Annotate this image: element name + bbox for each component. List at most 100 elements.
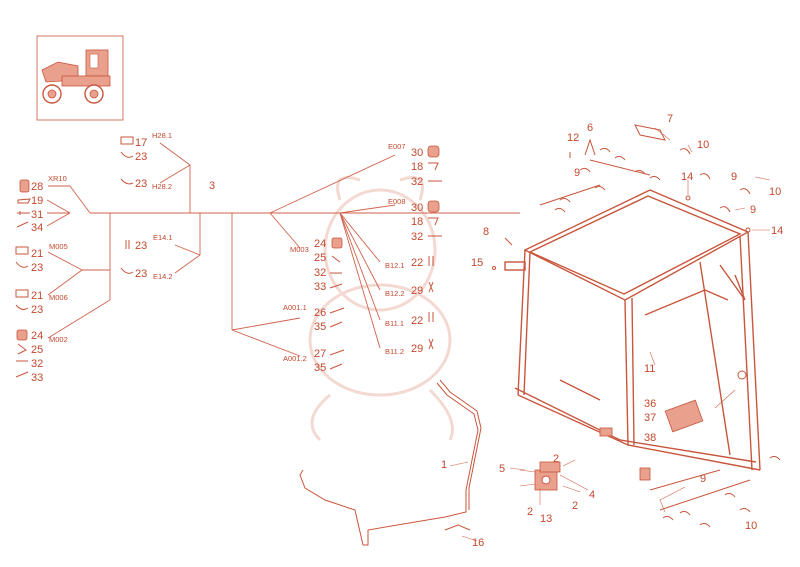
- callout-32-c: 32: [411, 176, 423, 188]
- callout-28: 28: [31, 181, 43, 193]
- code-m005: M005: [49, 242, 68, 251]
- callout-29-b: 29: [411, 343, 423, 355]
- callout-21-b: 21: [31, 290, 43, 302]
- cable-tie-icon: [15, 261, 29, 268]
- callout-23-c: 23: [135, 240, 147, 252]
- callout-9-d: 9: [700, 473, 706, 485]
- callout-25-a: 25: [31, 344, 43, 356]
- tool-icon: [16, 221, 29, 228]
- callout-22-a: 22: [411, 257, 423, 269]
- code-a0011: A001.1: [283, 303, 307, 312]
- callout-26: 26: [314, 307, 326, 319]
- dumper-thumbnail: [36, 35, 124, 121]
- callout-2-left: 2: [527, 506, 533, 518]
- callout-11: 11: [644, 363, 655, 375]
- callout-10-c: 10: [745, 520, 757, 532]
- cab-frame: [504, 189, 761, 481]
- callout-2-top: 2: [553, 453, 559, 465]
- terminal-icon: [428, 338, 434, 350]
- lamp-socket-icon: [427, 145, 440, 158]
- callout-34: 34: [31, 222, 43, 234]
- callout-24-b: 24: [314, 238, 326, 250]
- callout-1: 1: [441, 459, 447, 471]
- code-m002: M002: [49, 335, 68, 344]
- clip-icon: [331, 255, 341, 263]
- callout-8: 8: [483, 226, 489, 238]
- code-a0012: A001.2: [283, 354, 307, 363]
- callout-15: 15: [471, 257, 483, 269]
- harness-lines: [46, 142, 520, 357]
- callout-32-a: 32: [31, 358, 43, 370]
- code-e141: E14.1: [153, 233, 173, 242]
- watermark-mascot: [308, 176, 454, 442]
- callout-35-a: 35: [314, 321, 326, 333]
- code-e008: E008: [388, 197, 406, 206]
- callout-9-c: 9: [750, 204, 756, 216]
- terminal-icon: [125, 240, 130, 249]
- connector-codes: XR10 H28.1 H28.2 E14.1 E14.2 M005 M006 M…: [48, 131, 406, 363]
- callout-10-a: 10: [697, 139, 709, 151]
- code-e007: E007: [388, 142, 406, 151]
- code-e142: E14.2: [153, 272, 173, 281]
- switch-icon: [329, 307, 345, 314]
- callout-32-d: 32: [411, 231, 423, 243]
- callout-33-b: 33: [314, 281, 326, 293]
- code-m003: M003: [290, 245, 309, 254]
- code-h282: H28.2: [152, 182, 172, 191]
- bulb-icon: [428, 312, 434, 322]
- callout-4: 4: [589, 489, 595, 501]
- callout-30-a: 30: [411, 147, 423, 159]
- pin-icon: [17, 211, 30, 215]
- cable-tie-icon: [15, 304, 29, 310]
- callout-27: 27: [314, 348, 326, 360]
- code-b112: B11.2: [385, 347, 404, 356]
- callout-14-a: 14: [681, 171, 693, 183]
- callout-25-b: 25: [314, 252, 326, 264]
- cable-tie-icon: [120, 267, 134, 274]
- callout-13: 13: [540, 513, 552, 525]
- bulb-icon: [428, 256, 434, 266]
- part-cluster-13: [519, 459, 589, 493]
- callout-23-a: 23: [135, 151, 147, 163]
- callout-7: 7: [667, 113, 673, 125]
- callout-numbers: 1 2 2 2 3 4 5 6 7 8 9 9 9 9 10 10 10 11 …: [31, 113, 783, 549]
- tool-icon: [15, 371, 29, 378]
- callout-23-b: 23: [135, 178, 147, 190]
- callout-23-d: 23: [135, 268, 147, 280]
- code-b122: B12.2: [385, 289, 405, 298]
- callout-29-a: 29: [411, 285, 423, 297]
- code-b121: B12.1: [385, 261, 405, 270]
- tool-icon: [329, 321, 343, 328]
- callout-9-a: 9: [574, 167, 580, 179]
- terminal-icon: [17, 198, 31, 204]
- socket-icon: [428, 217, 439, 226]
- callout-14-b: 14: [771, 225, 783, 237]
- callout-12: 12: [567, 132, 579, 144]
- cable-tie-icon: [120, 151, 134, 158]
- callout-17: 17: [135, 137, 147, 149]
- code-m006: M006: [49, 293, 68, 302]
- terminal-icon: [428, 281, 434, 293]
- clip-icon: [17, 343, 27, 355]
- callout-18-a: 18: [411, 161, 423, 173]
- callout-38: 38: [644, 432, 656, 444]
- callout-37: 37: [644, 412, 656, 424]
- callout-23-f: 23: [31, 304, 43, 316]
- bulb-icon: [331, 237, 343, 249]
- lamp-socket-icon: [427, 200, 440, 213]
- callout-35-b: 35: [314, 362, 326, 374]
- callout-6: 6: [587, 122, 593, 134]
- callout-19: 19: [31, 195, 43, 207]
- socket-icon: [428, 162, 439, 171]
- housing-icon: [15, 289, 29, 298]
- callout-21-a: 21: [31, 248, 43, 260]
- callout-16: 16: [472, 537, 484, 549]
- leader-lines: [449, 127, 771, 542]
- part-icons: [15, 136, 442, 378]
- callout-22-b: 22: [411, 315, 423, 327]
- callout-33-a: 33: [31, 372, 43, 384]
- clips: [492, 124, 781, 528]
- callout-24-a: 24: [31, 330, 43, 342]
- callout-36: 36: [644, 398, 656, 410]
- callout-32-b: 32: [314, 267, 326, 279]
